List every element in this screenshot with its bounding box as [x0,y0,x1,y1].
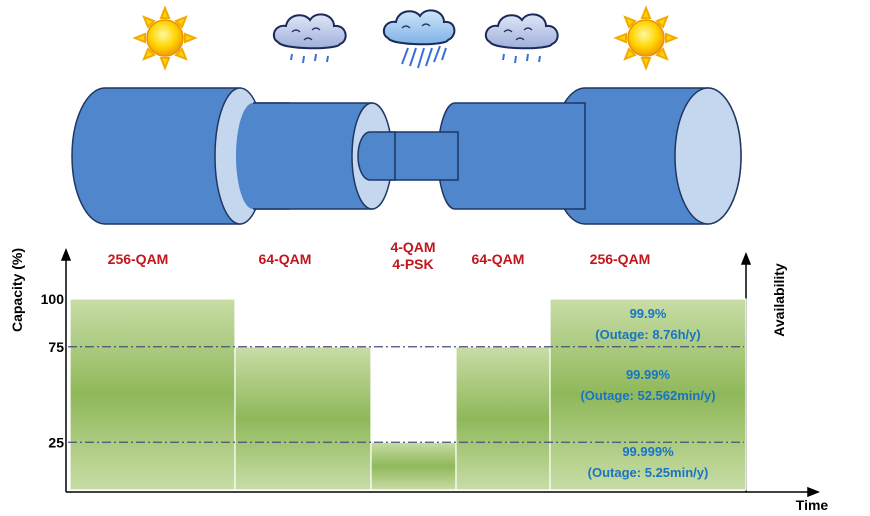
availability-percent: 99.99% [626,367,671,382]
sun-icon [132,5,198,71]
y-tick-label: 100 [41,291,65,307]
sun-icon [613,5,679,71]
rain-cloud-icon [272,13,347,64]
modulation-label: 4-QAM [390,239,435,255]
y-tick-labels: 100 75 25 [41,291,65,450]
modulation-label: 256-QAM [590,251,651,267]
pipe-segment-left-large [71,87,241,225]
availability-axis-arrow [740,251,752,265]
y-tick-label: 75 [48,339,64,355]
pipe-segment-right-medium [437,102,586,210]
availability-axis-label: Availability [771,263,787,337]
pipe-segment-narrow-left [357,131,396,181]
capacity-bar [370,441,457,491]
rain-cloud-icon [484,13,559,64]
capacity-bar [549,298,747,491]
capacity-bars [69,298,747,491]
heavy-rain-cloud-icon [382,9,456,69]
x-axis-arrow [807,486,821,498]
availability-percent: 99.9% [630,306,667,321]
availability-outage: (Outage: 5.25min/y) [588,465,709,480]
availability-outage: (Outage: 52.562min/y) [580,388,715,403]
availability-outage: (Outage: 8.76h/y) [595,327,700,342]
modulation-label: 64-QAM [472,251,525,267]
capacity-pipe [71,87,742,225]
y-tick-label: 25 [48,434,64,450]
weather-row [132,5,679,71]
capacity-bar [69,298,236,491]
availability-labels: 99.9% (Outage: 8.76h/y) 99.99% (Outage: 52.… [580,306,715,480]
y-axis-label: Capacity (%) [9,248,25,332]
modulation-label: 4-PSK [392,256,433,272]
availability-percent: 99.999% [622,444,674,459]
modulation-label: 64-QAM [259,251,312,267]
capacity-bar [234,346,372,491]
capacity-bar [455,346,551,491]
x-axis-label: Time [796,497,829,513]
threshold-lines [68,346,744,443]
pipe-end-cap [674,87,742,225]
modulation-label: 256-QAM [108,251,169,267]
y-axis-arrow [60,247,72,261]
